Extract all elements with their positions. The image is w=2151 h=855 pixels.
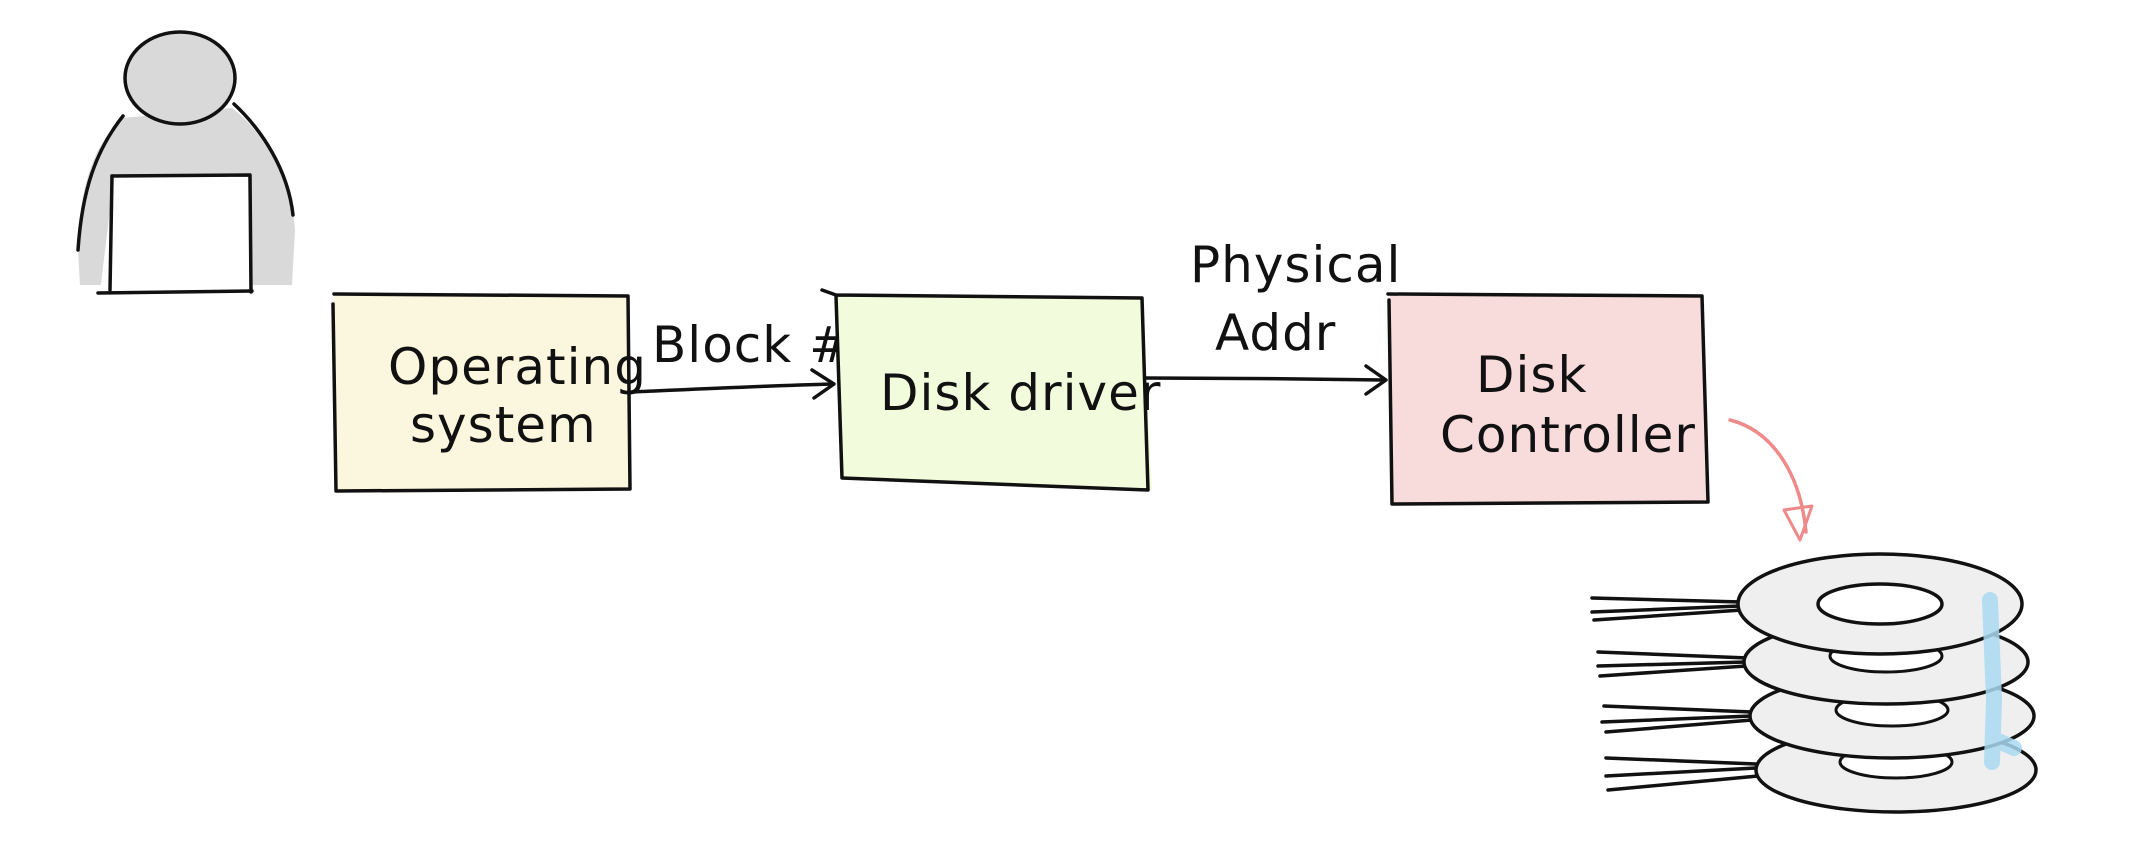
- edge-driver-to-controller: Physical Addr: [1143, 236, 1401, 396]
- operating-system-label-line1: Operating: [388, 338, 647, 396]
- edge-controller-to-disk: [1728, 418, 1814, 542]
- person-with-laptop-icon: [76, 30, 295, 295]
- edge-os-to-driver: Block #: [630, 316, 852, 400]
- edge-label-block-number: Block #: [652, 316, 852, 374]
- edge-label-physical: Physical: [1190, 236, 1401, 294]
- disk-controller-box: Disk Controller: [1386, 292, 1710, 506]
- edge-label-addr: Addr: [1215, 304, 1336, 362]
- disk-driver-label: Disk driver: [880, 364, 1161, 422]
- disk-controller-label-line1: Disk: [1476, 346, 1587, 404]
- disk-driver-box: Disk driver: [820, 288, 1161, 492]
- disk-controller-label-line2: Controller: [1440, 406, 1696, 464]
- hard-disk-platters-icon: [1590, 552, 2038, 814]
- operating-system-box: Operating system: [331, 292, 647, 493]
- operating-system-label-line2: system: [410, 396, 597, 454]
